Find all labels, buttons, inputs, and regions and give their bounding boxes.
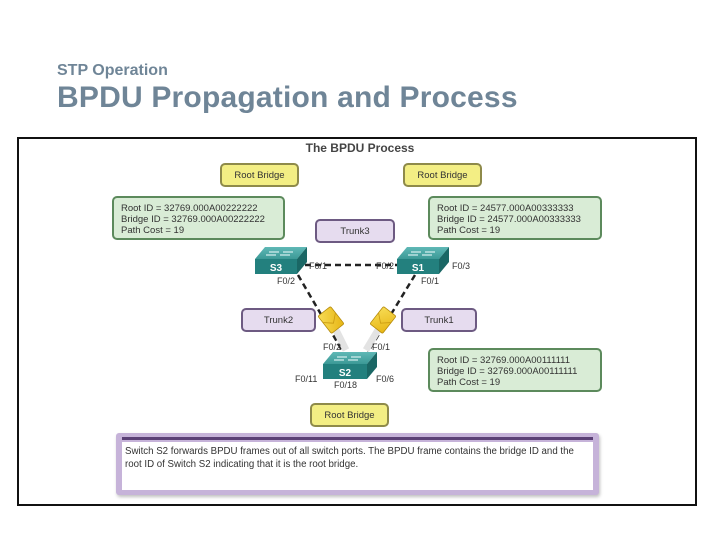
trunk-text: Trunk1: [424, 314, 454, 326]
bridge-id: Bridge ID = 32769.000A00222222: [121, 214, 265, 225]
port-s3-f01: F0/1: [309, 261, 328, 271]
diagram-title: The BPDU Process: [305, 141, 415, 155]
path-cost: Path Cost = 19: [437, 377, 501, 388]
root-id: Root ID = 32769.000A00222222: [121, 203, 258, 214]
info-box-s1: Root ID = 24577.000A00333333 Bridge ID =…: [428, 196, 602, 240]
page-title: BPDU Propagation and Process: [57, 81, 518, 114]
port-s1-f01: F0/1: [421, 276, 440, 286]
path-cost: Path Cost = 19: [121, 225, 185, 236]
root-bridge-text: Root Bridge: [234, 169, 285, 181]
bridge-id: Bridge ID = 32769.000A00111111: [437, 366, 578, 377]
port-s2-f02: F0/2: [323, 342, 342, 352]
root-id: Root ID = 32769.000A00111111: [437, 355, 571, 366]
switch-s3[interactable]: S3: [255, 247, 307, 274]
switch-label-s2: S2: [339, 368, 352, 379]
port-s2-f018: F0/18: [334, 380, 358, 390]
bpdu-trail: [362, 328, 382, 352]
root-bridge-text: Root Bridge: [324, 409, 375, 421]
trunk-text: Trunk3: [340, 225, 370, 237]
caption-bar: [122, 437, 593, 440]
envelope-icon: [318, 306, 344, 334]
info-box-s2: Root ID = 32769.000A00111111 Bridge ID =…: [428, 348, 602, 392]
port-s1-f02: F0/2: [376, 261, 395, 271]
switch-label-s1: S1: [412, 263, 425, 274]
bpdu-trail: [332, 328, 350, 352]
root-id: Root ID = 24577.000A00333333: [437, 203, 574, 214]
trunk3-label: Trunk3: [315, 219, 395, 243]
path-cost: Path Cost = 19: [437, 225, 501, 236]
link-trunk2: [296, 274, 345, 353]
envelope-icon: [370, 306, 396, 334]
section-subtitle: STP Operation: [57, 62, 168, 79]
trunk-text: Trunk2: [263, 314, 294, 326]
trunk2-label: Trunk2: [241, 308, 316, 332]
switch-icon: [397, 247, 449, 259]
port-s3-f02: F0/2: [277, 276, 296, 286]
port-s2-f011: F0/11: [295, 374, 318, 384]
root-bridge-label-s2: Root Bridge: [310, 403, 389, 427]
port-s1-f03: F0/3: [452, 261, 471, 271]
caption-text: Switch S2 forwards BPDU frames out of al…: [122, 442, 593, 490]
info-box-s3: Root ID = 32769.000A00222222 Bridge ID =…: [112, 196, 285, 240]
trunk1-label: Trunk1: [401, 308, 477, 332]
root-bridge-label-s1: Root Bridge: [403, 163, 482, 187]
switch-label-s3: S3: [270, 263, 283, 274]
switch-icon: [323, 352, 377, 364]
caption-panel: Switch S2 forwards BPDU frames out of al…: [116, 433, 599, 495]
root-bridge-label-s3: Root Bridge: [220, 163, 299, 187]
port-s2-f01: F0/1: [372, 342, 391, 352]
bridge-id: Bridge ID = 24577.000A00333333: [437, 214, 581, 225]
root-bridge-text: Root Bridge: [417, 169, 468, 181]
switch-s1[interactable]: S1: [397, 247, 449, 274]
switch-s2[interactable]: S2: [323, 352, 377, 379]
switch-icon: [255, 247, 307, 259]
port-s2-f06: F0/6: [376, 374, 395, 384]
